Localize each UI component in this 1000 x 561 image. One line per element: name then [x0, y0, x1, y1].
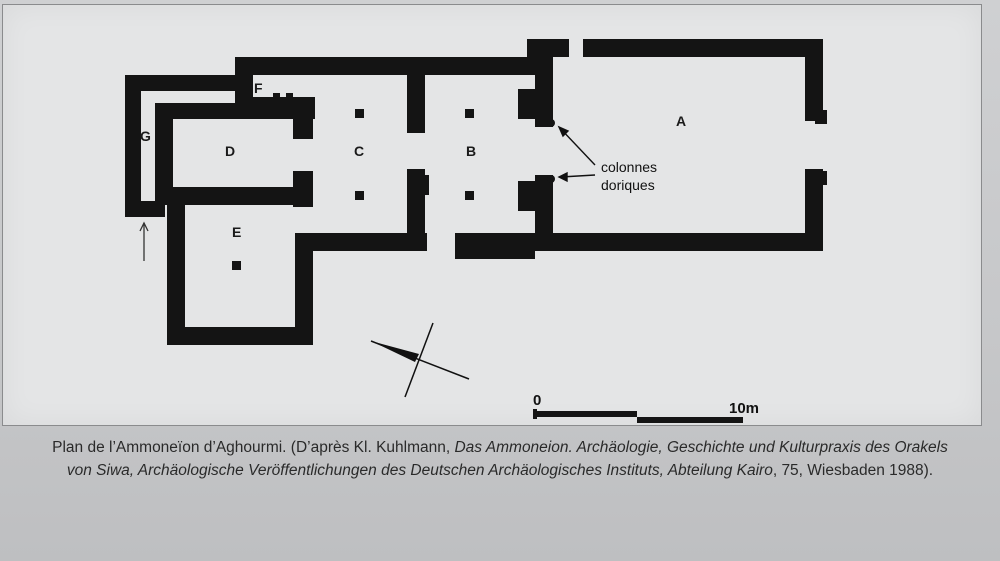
scale-end-label: 10m [729, 400, 759, 417]
wall-d-south [155, 187, 313, 205]
annotation-doriques: doriques [601, 177, 655, 193]
wall-ab-upper-mass [518, 89, 548, 119]
wall-c-south [299, 233, 427, 251]
caption-text-start: Plan de l’Ammoneïon d’Aghourmi. (D’après… [52, 439, 455, 456]
wall-a-east-lower [805, 169, 823, 251]
wall-f-tooth-1 [273, 93, 280, 101]
label-f: F [254, 80, 263, 96]
wall-a-east-jamb-lower [815, 171, 827, 185]
label-e: E [232, 224, 241, 240]
wall-f-tooth-2 [286, 93, 293, 101]
figure-caption: Plan de l’Ammoneïon d’Aghourmi. (D’après… [40, 436, 960, 482]
wall-g-south [125, 201, 165, 217]
plan-figure: A B C D E F G colonnes doriques 0 10m [2, 4, 982, 426]
wall-g-north [125, 75, 241, 91]
wall-g-west [125, 75, 141, 217]
label-d: D [225, 143, 235, 159]
wall-b-south-step [455, 237, 535, 259]
temple-floor-plan: A B C D E F G colonnes doriques 0 10m [125, 39, 827, 423]
wall-bc-north [235, 57, 553, 75]
pillar-b-south [465, 191, 474, 200]
wall-f-west [235, 63, 253, 103]
doric-column-south [547, 175, 555, 183]
wall-e-west [167, 201, 185, 345]
wall-a-east-upper [805, 39, 823, 121]
label-g: G [140, 128, 151, 144]
pillar-c-north [355, 109, 364, 118]
wall-ab-lower-mass [518, 181, 548, 211]
wall-d-west [155, 103, 173, 203]
wall-d-north [155, 103, 315, 119]
wall-a-north [583, 39, 823, 57]
caption-text-end: , 75, Wiesbaden 1988). [772, 462, 934, 479]
plan-walls [125, 39, 827, 345]
pillar-c-south [355, 191, 364, 200]
wall-a-east-jamb-upper [815, 110, 827, 124]
scale-start-label: 0 [533, 392, 541, 409]
scale-bar [533, 409, 743, 423]
wall-e-east [295, 233, 313, 345]
wall-bc-upper [407, 71, 425, 133]
column-pointers [557, 125, 596, 183]
pillar-e [232, 261, 241, 270]
doric-column-north [547, 119, 555, 127]
label-a: A [676, 113, 686, 129]
pillar-b-north [465, 109, 474, 118]
label-b: B [466, 143, 476, 159]
caption-title-italic: Das Ammoneion. Archäologie, Geschichte u… [66, 439, 948, 479]
wall-bc-jamb [421, 175, 429, 195]
north-arrow [370, 322, 470, 398]
annotation-colonnes: colonnes [601, 159, 657, 175]
label-c: C [354, 143, 364, 159]
entrance-arrow [139, 221, 149, 261]
wall-e-south [167, 327, 313, 345]
wall-bc-lower [407, 169, 425, 251]
wall-d-east-upper [293, 103, 313, 139]
